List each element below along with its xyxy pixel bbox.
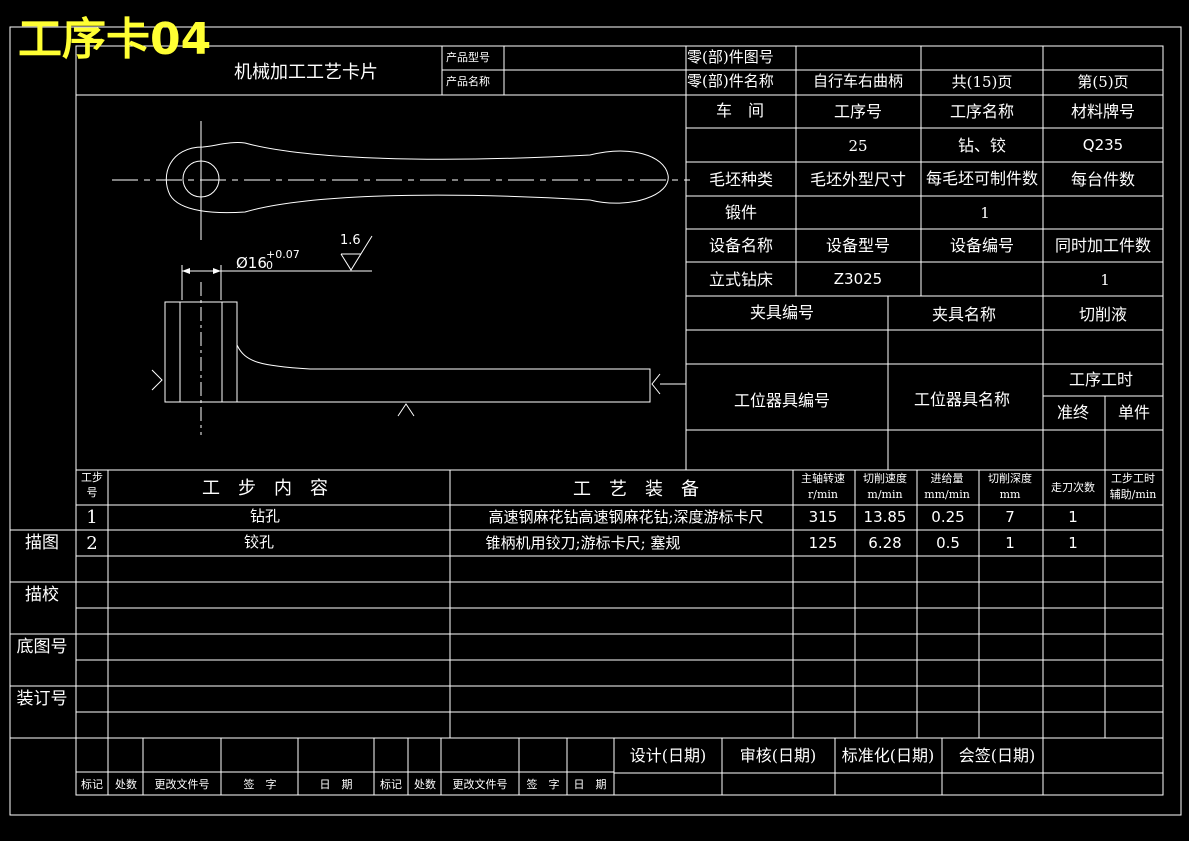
cutting-speed-header: 切削速度 [863,472,907,485]
step-no-header-line1: 工步 [81,471,103,484]
blank-type: 锻件 [724,203,758,222]
step-equipment: 高速钢麻花钻高速钢麻花钻;深度游标卡尺 [488,508,764,526]
rev-sign-label: 签 字 [243,778,277,791]
step-depth: 1 [1005,534,1015,552]
feed-unit: mm/min [924,488,970,501]
step-content: 钻孔 [249,507,281,525]
op-time-label: 工序工时 [1068,370,1134,389]
step-time-header: 工步工时 [1111,472,1155,485]
left-label-base-drawing-no: 底图号 [16,637,68,657]
signoff-standardization: 标准化(日期) [841,746,935,765]
parts-per-machine-label: 每台件数 [1070,170,1136,189]
crank-top-view [112,121,690,240]
step-passes: 1 [1068,508,1078,526]
roughness-value: 1.6 [340,233,361,248]
left-label-trace-check: 描校 [25,585,59,605]
card-title: 机械加工工艺卡片 [234,62,378,83]
rev-date-label-2: 日 期 [573,778,607,791]
part-name-label: 零(部)件名称 [687,72,774,90]
step-no-header-line2: 号 [86,486,98,499]
op-no: 25 [848,137,868,155]
rev-mark-label: 标记 [81,778,103,791]
rev-mark-label-2: 标记 [380,778,402,791]
rev-doc-no-label: 更改文件号 [154,778,210,791]
watermark-title: 工序卡04 [18,14,212,65]
outer-border [9,26,1182,816]
tolerance-upper: +0.07 [266,248,300,261]
op-name: 钻、铰 [957,136,1007,155]
equipment-name-label: 设备名称 [708,236,774,255]
station-tool-name-label: 工位器具名称 [913,390,1011,409]
step-equipment: 锥柄机用铰刀;游标卡尺; 塞规 [485,534,681,552]
parts-per-blank-label: 每毛坯可制件数 [925,169,1039,188]
workshop-label: 车 间 [715,101,765,120]
product-model-label: 产品型号 [446,51,490,64]
signoff-design: 设计(日期) [629,746,707,765]
step-depth: 7 [1005,508,1015,526]
rev-doc-no-label-2: 更改文件号 [452,778,508,791]
equipment-name: 立式钻床 [708,270,774,289]
step-feed: 0.25 [931,508,965,526]
per-piece-label: 单件 [1117,403,1151,422]
rev-sign-label-2: 签 字 [526,778,560,791]
fixture-no-label: 夹具编号 [749,303,815,322]
signoff-review: 审核(日期) [739,746,817,765]
feed-header: 进给量 [930,472,964,485]
spindle-speed-unit: r/min [808,488,838,501]
crank-side-view [151,235,686,435]
equipment-no-label: 设备编号 [949,236,1015,255]
depth-header: 切削深度 [988,472,1032,485]
simultaneous-label: 同时加工件数 [1054,236,1152,255]
passes-header: 走刀次数 [1051,481,1095,494]
part-name: 自行车右曲柄 [812,72,904,90]
station-tool-no-label: 工位器具编号 [733,391,831,410]
cutting-speed-unit: m/min [867,488,903,501]
material-label: 材料牌号 [1070,102,1136,121]
simultaneous-count: 1 [1100,271,1110,289]
coolant-label: 切削液 [1078,305,1128,324]
equipment-model: Z3025 [833,270,883,288]
step-cutting-speed: 6.28 [868,534,902,552]
material: Q235 [1082,136,1124,154]
step-spindle-speed: 125 [808,534,838,552]
spindle-speed-header: 主轴转速 [801,472,845,485]
step-equipment-header: 工 艺 装 备 [573,479,699,500]
blank-size-label: 毛坯外型尺寸 [809,170,907,189]
inner-border [75,45,1164,796]
depth-unit: mm [999,488,1021,501]
rev-count-label: 处数 [115,778,137,791]
left-label-binding-no: 装订号 [16,689,68,709]
step-passes: 1 [1068,534,1078,552]
blank-type-label: 毛坯种类 [708,170,774,189]
parts-per-blank: 1 [980,204,990,222]
step-spindle-speed: 315 [808,508,838,526]
diameter-dimension: Ø16 [236,254,267,272]
signoff-countersign: 会签(日期) [958,746,1036,765]
step-content: 铰孔 [243,533,275,551]
step-no: 1 [86,507,98,528]
product-name-label: 产品名称 [446,75,490,88]
step-no: 2 [86,533,98,554]
tolerance-lower: 0 [266,259,273,272]
step-cutting-speed: 13.85 [863,508,907,526]
fixture-name-label: 夹具名称 [931,305,997,324]
rev-date-label: 日 期 [319,778,353,791]
op-name-label: 工序名称 [949,102,1015,121]
step-content-header: 工 步 内 容 [202,478,328,499]
step-time-unit: 辅助/min [1109,488,1157,501]
equipment-model-label: 设备型号 [825,236,891,255]
op-no-label: 工序号 [833,102,883,121]
part-drawing-no-label: 零(部)件图号 [687,48,774,66]
total-pages: 共(15)页 [951,73,1013,91]
step-feed: 0.5 [936,534,960,552]
prep-end-label: 准终 [1056,403,1090,422]
page-number: 第(5)页 [1077,73,1129,91]
left-label-trace: 描图 [25,533,59,553]
rev-count-label-2: 处数 [414,778,436,791]
